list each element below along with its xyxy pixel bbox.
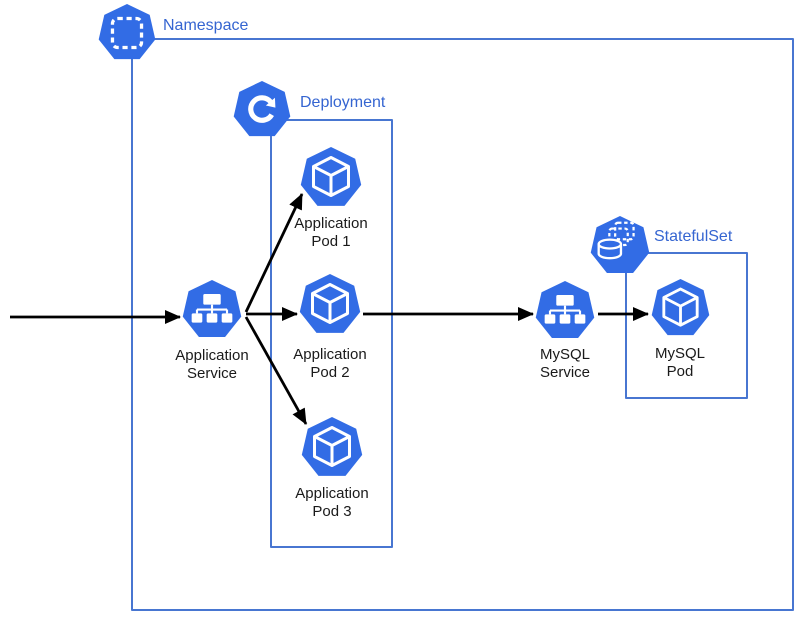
- app-pod-1-label: Application Pod 1: [294, 215, 368, 250]
- namespace-icon: [98, 3, 156, 60]
- mysql-service-label: MySQL Service: [539, 346, 591, 381]
- app-pod-2-label: Application Pod 2: [293, 346, 367, 381]
- mysql-pod-label: MySQL Pod: [654, 345, 706, 380]
- app-pod-1-icon: [300, 147, 362, 206]
- app-pod-2-icon: [299, 274, 361, 333]
- namespace-label: Namespace: [163, 17, 249, 34]
- app-pod-3-icon: [301, 417, 363, 476]
- statefulset-icon: [590, 215, 650, 274]
- mysql-pod-icon: [651, 278, 710, 336]
- app-service-label: Application Service: [175, 347, 249, 382]
- app-pod-3-label: Application Pod 3: [295, 485, 369, 520]
- mysql-service-icon: [535, 280, 595, 339]
- edge-app-service-to-pod1: [244, 193, 304, 313]
- deployment-boundary-box: [270, 119, 393, 548]
- edge-app-service-to-pod3: [244, 316, 308, 425]
- deployment-icon: [233, 80, 291, 137]
- statefulset-boundary-box: [625, 252, 748, 399]
- app-service-icon: [182, 279, 242, 338]
- deployment-label: Deployment: [300, 94, 386, 111]
- statefulset-label: StatefulSet: [654, 228, 733, 245]
- namespace-boundary-box: [131, 38, 794, 611]
